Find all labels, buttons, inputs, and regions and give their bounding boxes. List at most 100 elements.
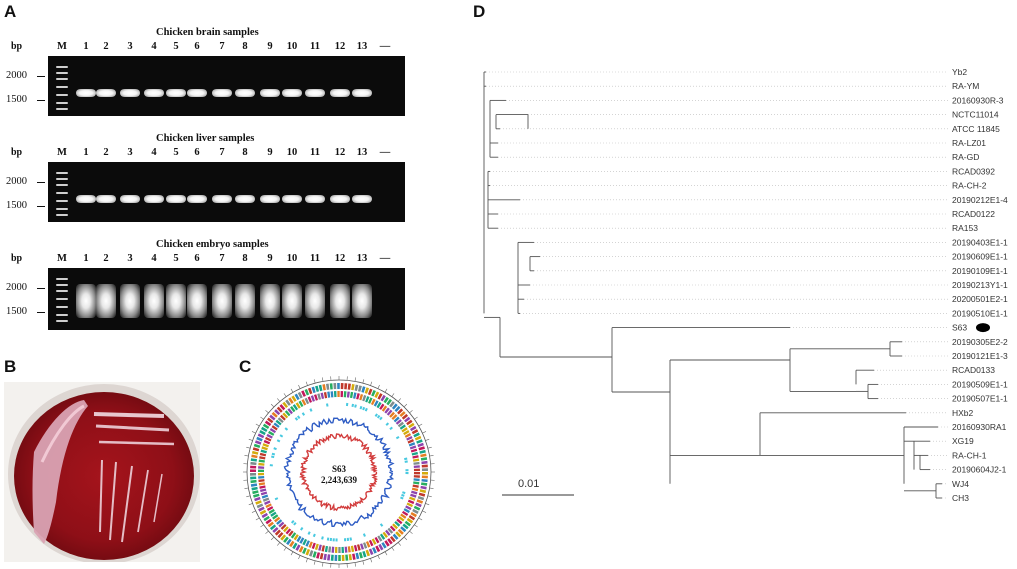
- genome-feature: [377, 535, 383, 542]
- genome-feature: [362, 406, 366, 411]
- genome-feature: [280, 523, 287, 530]
- genome-feature: [381, 542, 387, 549]
- genome-feature: [364, 407, 368, 412]
- genome-feature: [274, 409, 281, 416]
- genome-feature: [279, 434, 284, 438]
- genome-feature: [279, 414, 286, 421]
- leaf-label: RA153: [952, 223, 978, 233]
- genome-feature: [379, 523, 384, 527]
- lane-label: 13: [356, 41, 368, 52]
- leaf-label: 20200501E2-1: [952, 294, 1008, 304]
- ladder-band: [56, 298, 68, 300]
- genome-feature: [367, 388, 373, 396]
- panel-label-a: A: [4, 2, 17, 21]
- genome-feature: [263, 515, 270, 522]
- genome-feature: [283, 536, 289, 543]
- genome-feature: [353, 545, 358, 552]
- genome-feature: [364, 387, 370, 394]
- lane-label: 9: [267, 41, 273, 52]
- genome-feature: [286, 538, 292, 546]
- genome-feature: [269, 414, 276, 421]
- genome-feature: [308, 541, 313, 548]
- genome-feature: [418, 446, 425, 451]
- ladder-band: [56, 94, 68, 96]
- genome-feature: [276, 439, 281, 443]
- genome-tick: [283, 547, 287, 551]
- genome-feature: [287, 408, 293, 415]
- lane-label: 2: [103, 253, 109, 264]
- sample-band: [96, 195, 116, 203]
- genome-feature: [368, 397, 373, 404]
- genome-feature: [284, 410, 291, 417]
- genome-tick: [418, 517, 423, 521]
- genome-feature: [269, 524, 277, 531]
- genome-feature: [413, 432, 420, 438]
- genome-feature: [361, 386, 366, 393]
- genome-feature: [359, 393, 364, 401]
- genome-tick: [244, 487, 249, 489]
- genome-feature: [313, 394, 318, 401]
- genome-feature: [410, 493, 417, 498]
- genome-feature: [262, 497, 270, 502]
- genome-feature: [365, 549, 371, 557]
- genome-feature: [256, 436, 263, 442]
- lane-label: 7: [219, 41, 225, 52]
- genome-feature: [308, 550, 314, 557]
- genome-feature: [292, 404, 299, 411]
- genome-feature: [305, 548, 311, 556]
- genome-feature: [304, 397, 310, 405]
- ladder-band: [56, 278, 68, 280]
- leaf-label: Yb2: [952, 67, 967, 77]
- leaf-label: 20160930RA1: [952, 422, 1007, 432]
- genome-feature: [406, 419, 413, 426]
- leaf-label: 20190213Y1-1: [952, 280, 1008, 290]
- genome-feature: [258, 506, 265, 512]
- ladder-band: [56, 306, 68, 308]
- genome-feature: [406, 517, 414, 524]
- leaf-label: 20190212E1-4: [952, 195, 1008, 205]
- genome-feature: [377, 393, 383, 400]
- leaf-label: HXb2: [952, 408, 974, 418]
- sample-band: [212, 284, 232, 318]
- leaf-label: WJ4: [952, 479, 969, 489]
- lane-label: 8: [242, 41, 248, 52]
- genome-tick: [403, 536, 408, 541]
- genome-feature: [259, 452, 267, 457]
- leaf-label: 20190121E1-3: [952, 351, 1008, 361]
- lane-label: 13: [356, 253, 368, 264]
- genome-feature: [311, 386, 316, 394]
- ladder-band: [56, 178, 68, 180]
- sample-band: [305, 195, 325, 203]
- gc-skew-track: [298, 433, 379, 512]
- genome-feature: [394, 405, 401, 413]
- genome-feature: [395, 531, 402, 538]
- ladder-band: [56, 214, 68, 216]
- genome-tick: [370, 381, 373, 386]
- genome-tick: [313, 379, 316, 384]
- ladder-band: [56, 200, 68, 202]
- genome-feature: [279, 404, 286, 411]
- genome-feature: [398, 516, 405, 522]
- leaf-label: 20190609E1-1: [952, 252, 1008, 262]
- sample-band: [235, 284, 255, 318]
- lane-label: 4: [151, 253, 157, 264]
- genome-tick: [322, 562, 324, 567]
- gel-title: Chicken brain samples: [156, 27, 259, 38]
- genome-feature: [261, 512, 269, 519]
- genome-feature: [301, 399, 307, 406]
- leaf-label: 20190109E1-1: [952, 266, 1008, 276]
- genome-tick: [429, 487, 434, 489]
- genome-feature: [262, 443, 269, 448]
- genome-feature: [387, 527, 394, 534]
- lane-label: 5: [173, 147, 179, 158]
- genome-tick: [265, 410, 269, 414]
- genome-feature: [273, 447, 277, 451]
- lane-label: 3: [127, 41, 133, 52]
- sample-band: [76, 195, 96, 203]
- genome-feature: [362, 533, 366, 537]
- genome-tick: [362, 560, 365, 565]
- ladder-band: [56, 320, 68, 322]
- genome-feature: [272, 514, 279, 520]
- genome-feature: [399, 424, 406, 430]
- genome-feature: [405, 505, 412, 511]
